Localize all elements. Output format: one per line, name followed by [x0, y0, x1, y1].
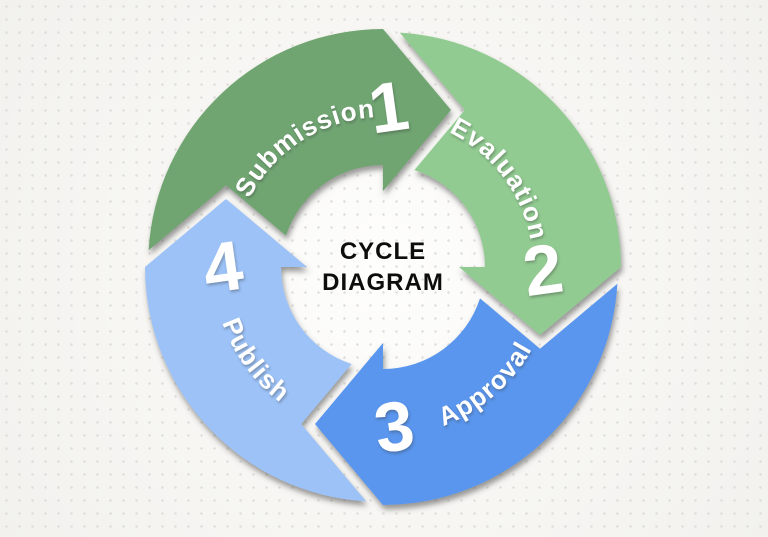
diagram-center-title: CYCLE DIAGRAM	[322, 238, 444, 296]
arrow-segment-approval	[315, 283, 618, 505]
arrow-segment-publish	[145, 199, 367, 502]
arrow-segment-evaluation	[399, 32, 621, 335]
arrow-segment-submission	[148, 29, 451, 251]
center-title-line-2: DIAGRAM	[322, 269, 444, 296]
center-title-line-1: CYCLE	[340, 238, 426, 265]
cycle-arrows-group	[145, 29, 621, 505]
